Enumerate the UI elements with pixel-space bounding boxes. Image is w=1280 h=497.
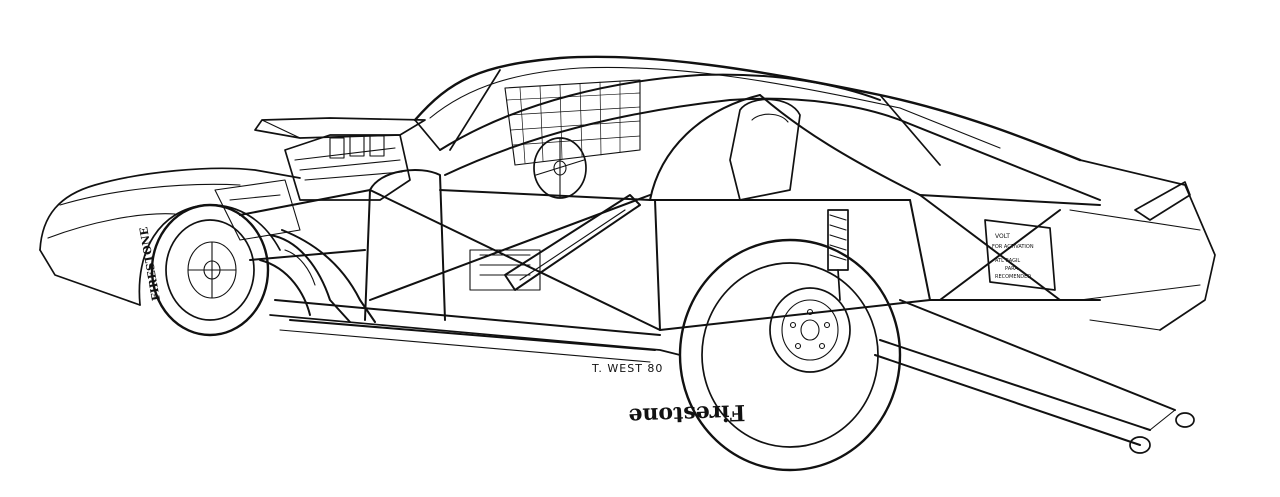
battery-label-3: ATL RAGIL	[995, 258, 1020, 264]
driveshaft	[469, 194, 641, 291]
front-wheel: FIRESTONE	[137, 203, 270, 337]
engine-block	[214, 134, 411, 241]
steering-wheel	[533, 137, 587, 199]
rear-wheel: Firestone	[628, 238, 902, 472]
rear-shock-absorber	[827, 209, 849, 301]
battery-label-4: PARA	[1005, 266, 1018, 272]
artist-signature: T. WEST 80	[591, 362, 663, 375]
battery-label-2: FOR ACTIVATION	[992, 244, 1034, 250]
rear-tire-brand: Firestone	[628, 399, 746, 429]
driver-seat	[729, 98, 801, 201]
window-net	[504, 79, 641, 166]
roll-cage	[239, 73, 1101, 351]
wheelie-bars	[874, 299, 1195, 454]
battery: VOLT FOR ACTIVATION ATL RAGIL PARA RECOM…	[984, 219, 1056, 291]
car-body-outline	[39, 55, 1216, 363]
battery-label-5: RECOMENDED	[995, 274, 1031, 280]
battery-label-1: VOLT	[995, 233, 1010, 240]
